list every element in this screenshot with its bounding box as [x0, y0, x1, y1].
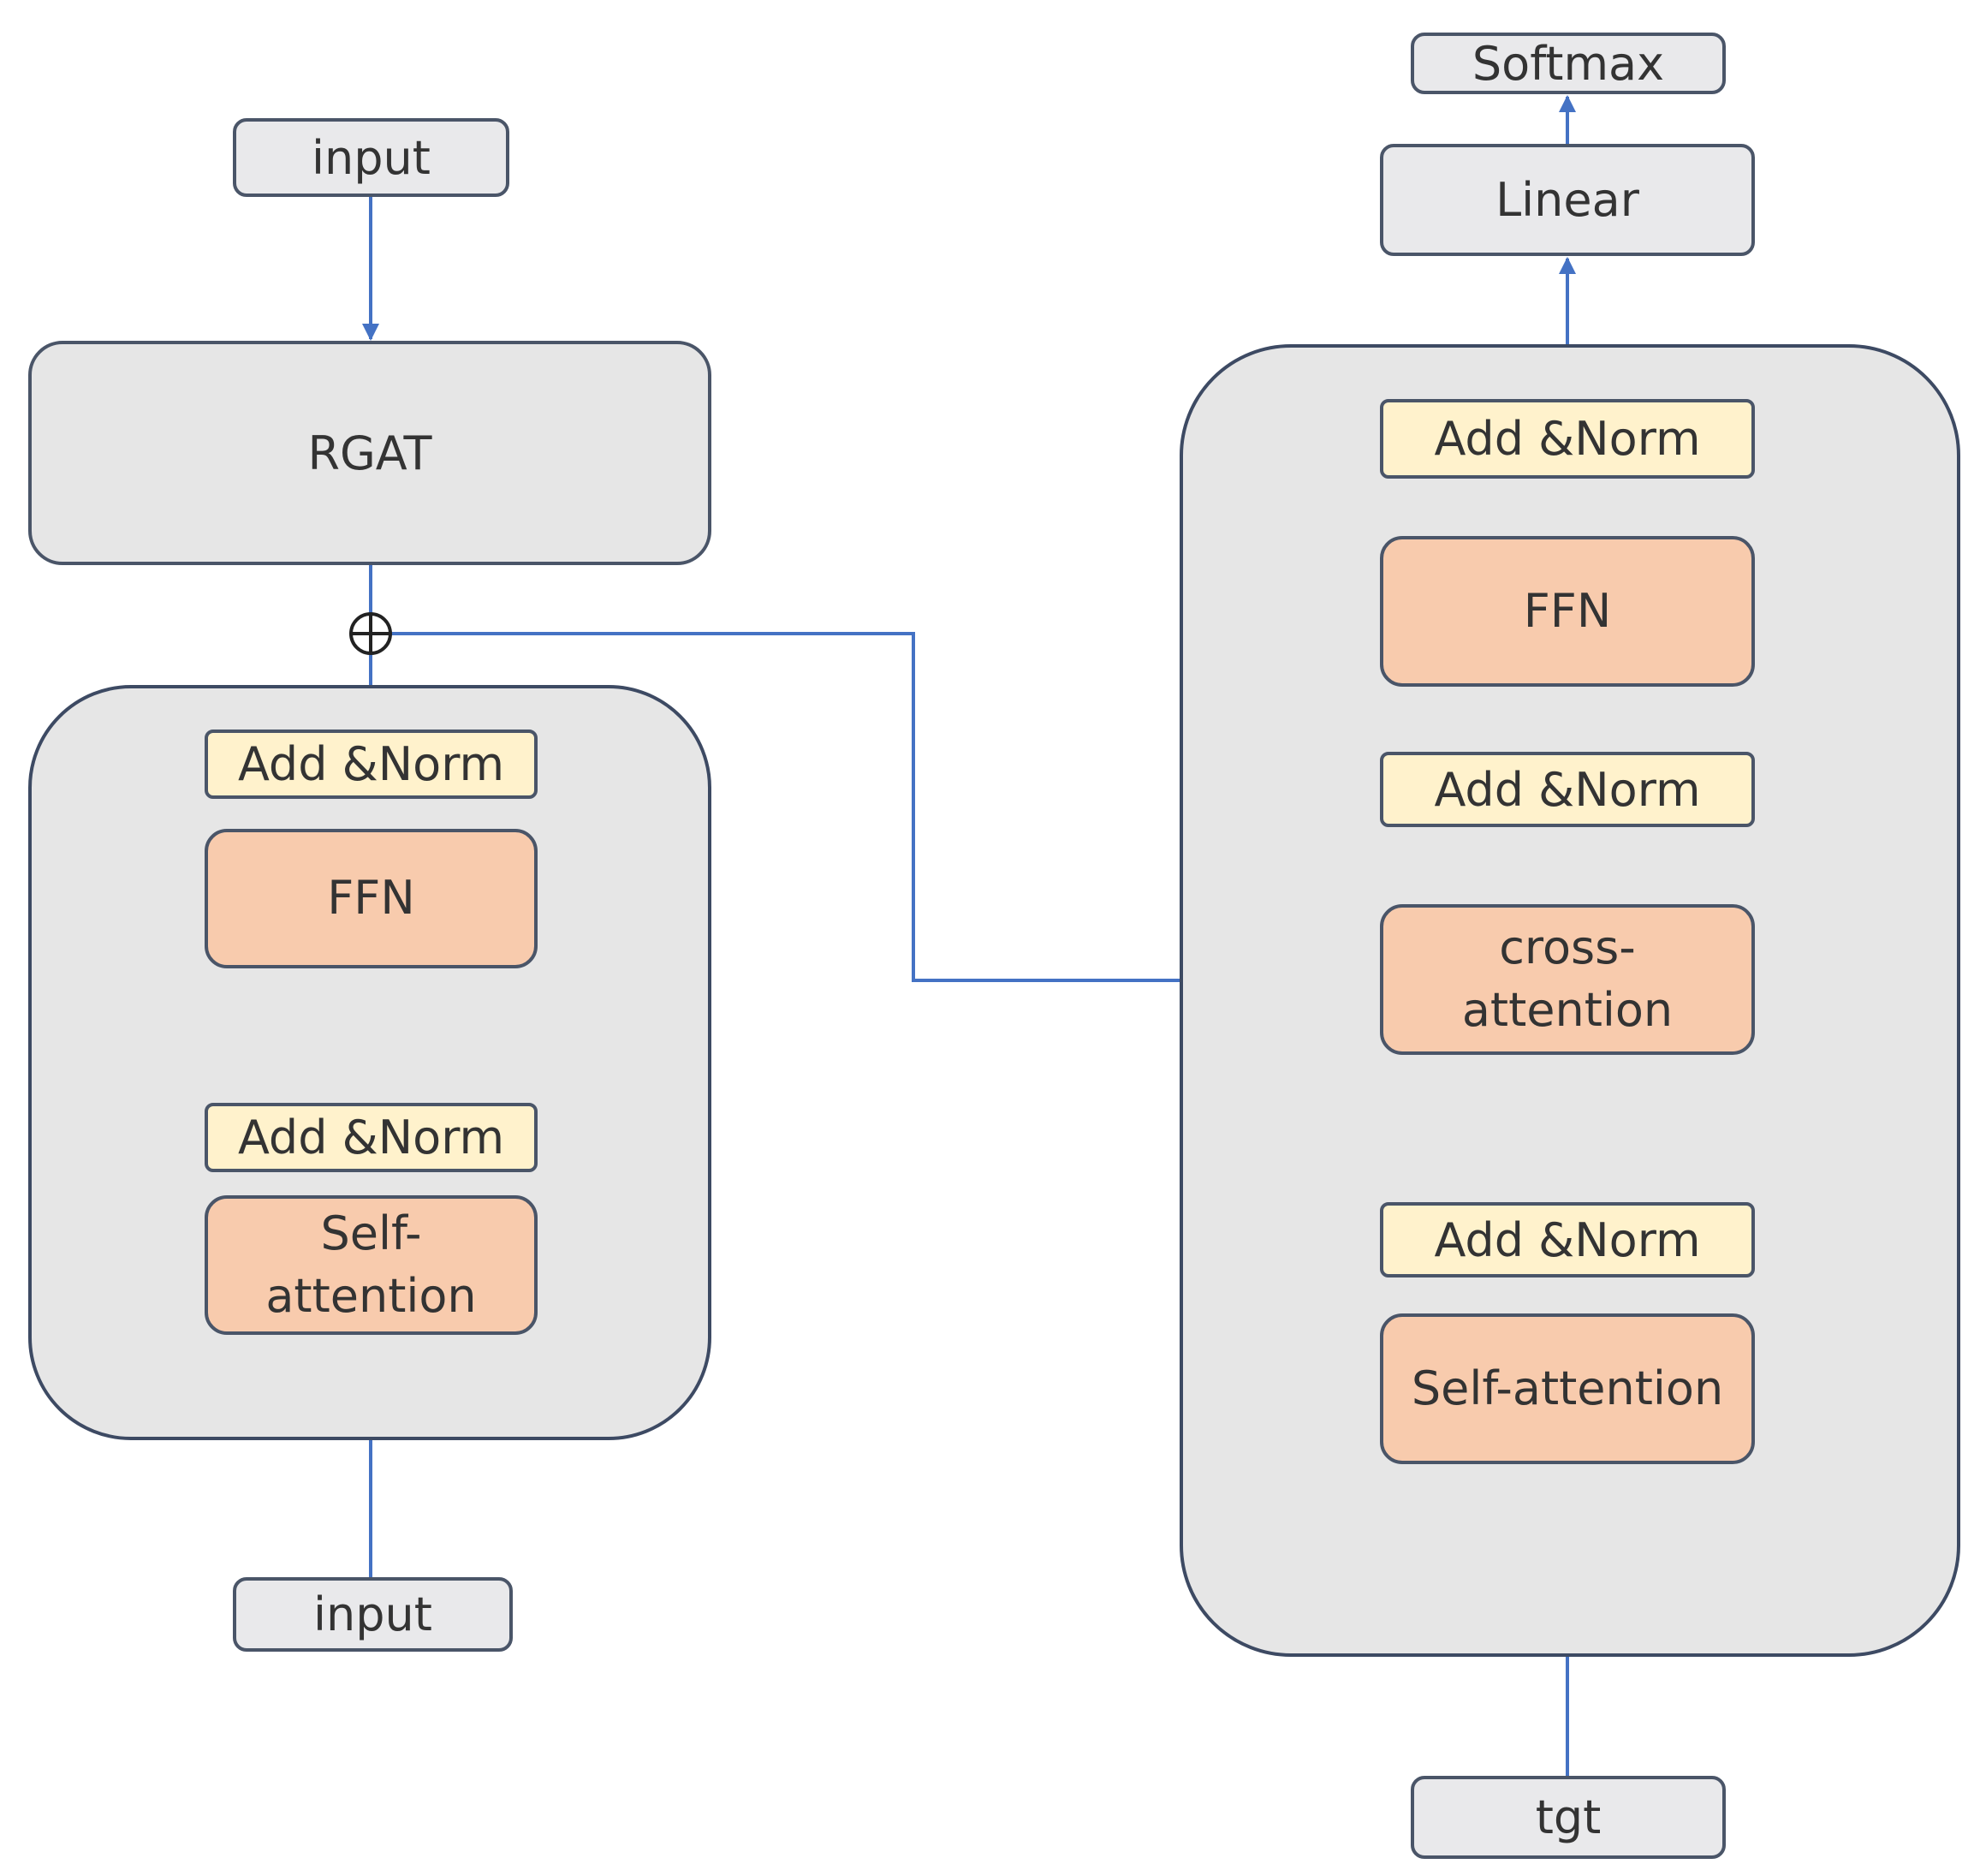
linear-box: Linear	[1380, 144, 1755, 256]
decoder-add-norm-middle: Add &Norm	[1380, 752, 1755, 827]
encoder-ffn-label: FFN	[327, 871, 415, 926]
rgat-box: RGAT	[28, 341, 711, 565]
softmax-box: Softmax	[1411, 33, 1726, 94]
input-bottom-box: input	[233, 1577, 513, 1652]
encoder-add-norm-bottom: Add &Norm	[205, 1103, 538, 1172]
input-top-label: input	[312, 130, 431, 185]
arrow-encoder-to-cross-attention	[389, 632, 1380, 989]
encoder-add-norm-bottom-label: Add &Norm	[237, 1111, 505, 1164]
linear-label: Linear	[1495, 173, 1639, 227]
encoder-self-attention-box: Self- attention	[205, 1195, 538, 1335]
decoder-ffn-label: FFN	[1523, 583, 1612, 638]
decoder-self-attention-label: Self-attention	[1411, 1361, 1724, 1415]
decoder-add-norm-top-label: Add &Norm	[1434, 412, 1701, 466]
softmax-label: Softmax	[1472, 36, 1665, 91]
decoder-ffn-box: FFN	[1380, 536, 1755, 687]
encoder-add-norm-top-label: Add &Norm	[237, 737, 505, 791]
encoder-add-norm-top: Add &Norm	[205, 730, 538, 799]
input-top-box: input	[233, 118, 509, 197]
decoder-add-norm-bottom-label: Add &Norm	[1434, 1212, 1701, 1267]
encoder-self-attention-label: Self- attention	[265, 1206, 477, 1323]
cross-attention-label: cross- attention	[1461, 920, 1674, 1037]
input-bottom-label: input	[313, 1587, 432, 1641]
cross-attention-box: cross- attention	[1380, 904, 1755, 1055]
tgt-box: tgt	[1411, 1776, 1726, 1859]
decoder-add-norm-middle-label: Add &Norm	[1434, 762, 1701, 817]
decoder-add-norm-top: Add &Norm	[1380, 399, 1755, 479]
tgt-label: tgt	[1535, 1790, 1602, 1844]
rgat-label: RGAT	[307, 426, 432, 480]
decoder-self-attention-box: Self-attention	[1380, 1313, 1755, 1464]
decoder-add-norm-bottom: Add &Norm	[1380, 1202, 1755, 1277]
encoder-ffn-box: FFN	[205, 829, 538, 968]
sum-node-icon	[349, 612, 392, 655]
